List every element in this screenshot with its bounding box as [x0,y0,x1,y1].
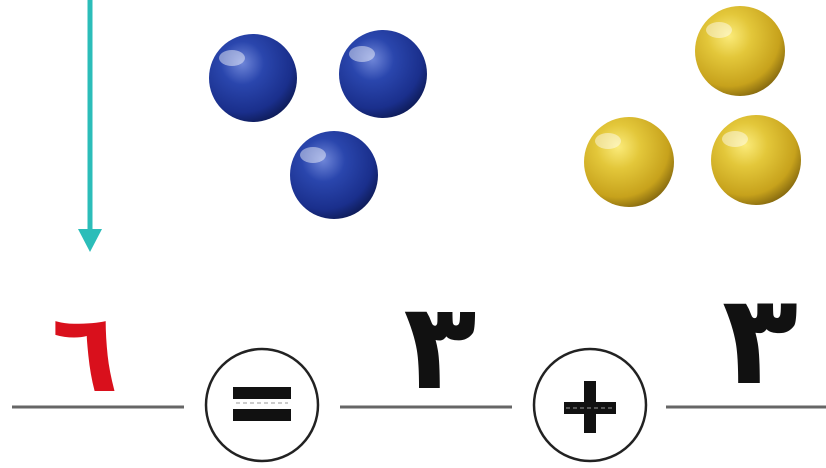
yellow-counter [584,117,674,207]
blue-counter [339,30,427,118]
right-addend-digit: ٣ [721,268,799,413]
yellow-counters [584,6,801,207]
result-digit: ٦ [51,289,119,417]
plus-sign-icon [532,347,648,463]
arrow-down-icon [78,0,102,252]
equals-sign-icon [204,347,320,463]
blue-counter [290,131,378,219]
blue-counter [209,34,297,122]
middle-addend-digit: ٣ [403,278,477,417]
yellow-counter [711,115,801,205]
blue-counters [209,30,427,219]
yellow-counter [695,6,785,96]
